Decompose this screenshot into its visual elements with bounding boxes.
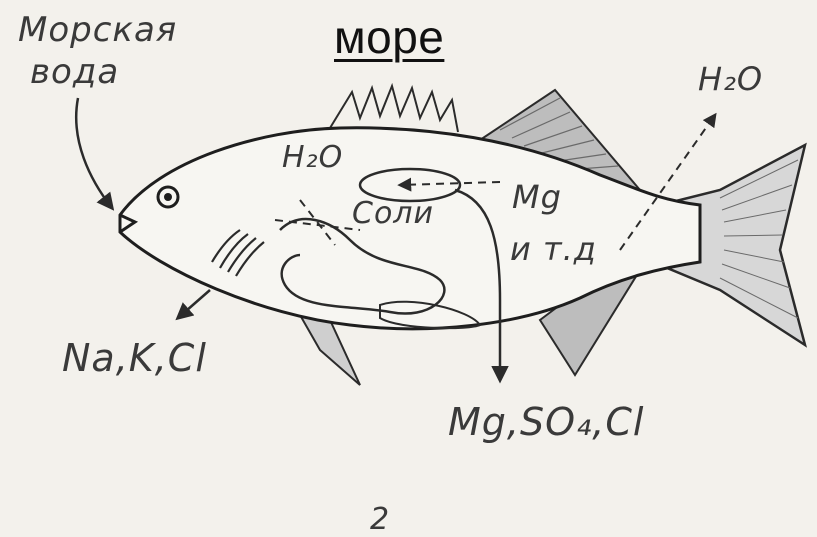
label-mg: Mg (512, 178, 562, 216)
label-etc: и т.д (510, 230, 597, 268)
label-sea-water-line2: вода (30, 52, 119, 92)
ion-excretion-arrow (178, 290, 210, 318)
figure-number: 2 (370, 502, 390, 537)
label-na-k-cl: Na,K,Cl (62, 336, 207, 380)
dorsal-spiny-fin (330, 86, 458, 132)
label-h2o-in: H₂O (282, 140, 343, 175)
label-mg-so4-cl: Mg,SO₄,Cl (448, 400, 644, 444)
label-sea-water-line1: Морская (18, 10, 177, 50)
label-salts: Соли (352, 196, 434, 231)
sea-water-arrow (76, 98, 112, 208)
label-h2o-out: H₂O (698, 60, 763, 98)
